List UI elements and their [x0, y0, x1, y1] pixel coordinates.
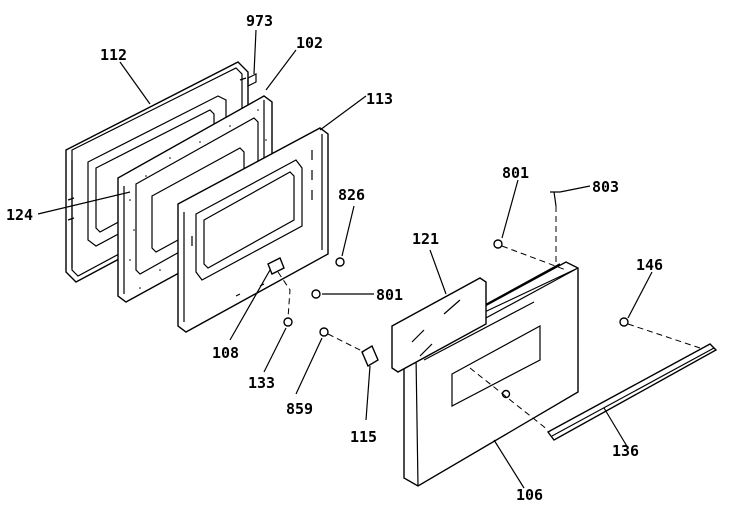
label-803: 803 [592, 178, 619, 196]
label-136: 136 [612, 442, 639, 460]
part-113-inner-panel [177, 127, 329, 333]
label-106: 106 [516, 486, 543, 504]
part-labels: 112 973 102 113 124 826 801 803 121 146 … [6, 12, 663, 504]
label-859: 859 [286, 400, 313, 418]
label-801-left: 801 [376, 286, 403, 304]
label-115: 115 [350, 428, 377, 446]
part-121-glass [391, 277, 487, 373]
part-106-outer-door [402, 261, 579, 487]
label-108: 108 [212, 344, 239, 362]
label-112: 112 [100, 46, 127, 64]
label-124: 124 [6, 206, 33, 224]
label-801-right: 801 [502, 164, 529, 182]
part-136-trim [546, 343, 718, 441]
label-102: 102 [296, 34, 323, 52]
hardware [247, 73, 629, 399]
label-826: 826 [338, 186, 365, 204]
label-146: 146 [636, 256, 663, 274]
label-121: 121 [412, 230, 439, 248]
label-973: 973 [246, 12, 273, 30]
label-133: 133 [248, 374, 275, 392]
leader-lines [37, 29, 653, 489]
assembly-lines [277, 206, 701, 431]
label-113: 113 [366, 90, 393, 108]
